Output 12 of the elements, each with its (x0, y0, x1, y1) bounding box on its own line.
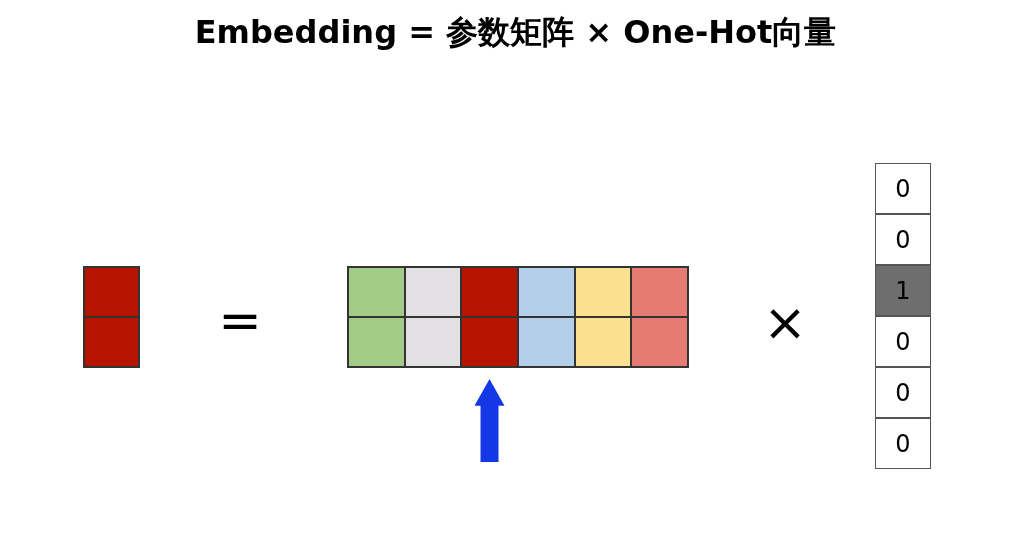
operator-sign: = (218, 294, 262, 346)
block-arrow (474, 379, 505, 462)
operator-sign: × (763, 296, 807, 348)
one-hot-cell: 0 (875, 214, 931, 265)
one-hot-cell: 0 (875, 316, 931, 367)
title: Embedding = 参数矩阵 × One-Hot向量 (194, 12, 837, 53)
parameter-matrix (347, 266, 689, 368)
one-hot-cell: 0 (875, 418, 931, 469)
embedding-vector (83, 266, 140, 368)
one-hot-cell: 1 (875, 265, 931, 316)
one-hot-cell: 0 (875, 163, 931, 214)
one-hot-cell: 0 (875, 367, 931, 418)
